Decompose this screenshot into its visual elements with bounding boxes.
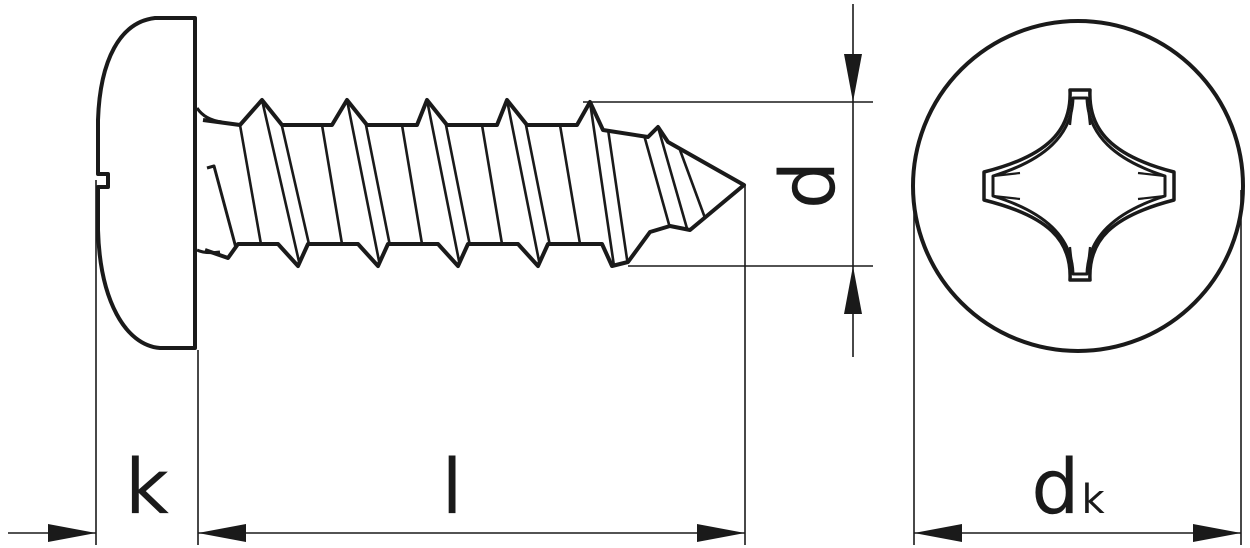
d-label: d — [763, 161, 852, 209]
dimension-lines — [8, 4, 1242, 545]
screw-side-view — [96, 16, 746, 350]
screw-shank — [202, 98, 746, 268]
recess-inner — [991, 96, 1167, 276]
screw-head — [96, 16, 197, 350]
l-arrow-left — [198, 524, 246, 542]
dk-label-main: d — [1031, 442, 1079, 531]
screw-head-top-view — [911, 19, 1245, 353]
l-label: l — [441, 442, 462, 531]
dk-label: dk — [1031, 442, 1105, 531]
l-arrow-right — [697, 524, 745, 542]
d-arrow-down — [844, 54, 862, 102]
dk-label-subscript: k — [1082, 477, 1106, 523]
d-arrow-up — [844, 266, 862, 314]
dk-arrow-right — [1193, 524, 1241, 542]
k-arrow-right — [48, 524, 96, 542]
recess-bevels — [992, 97, 1166, 275]
head-outline-circle — [911, 19, 1245, 353]
thread-start — [206, 164, 238, 249]
k-label: k — [125, 442, 169, 531]
dk-arrow-left — [914, 524, 962, 542]
recess-outer — [982, 88, 1176, 282]
arrowheads — [48, 54, 1241, 542]
